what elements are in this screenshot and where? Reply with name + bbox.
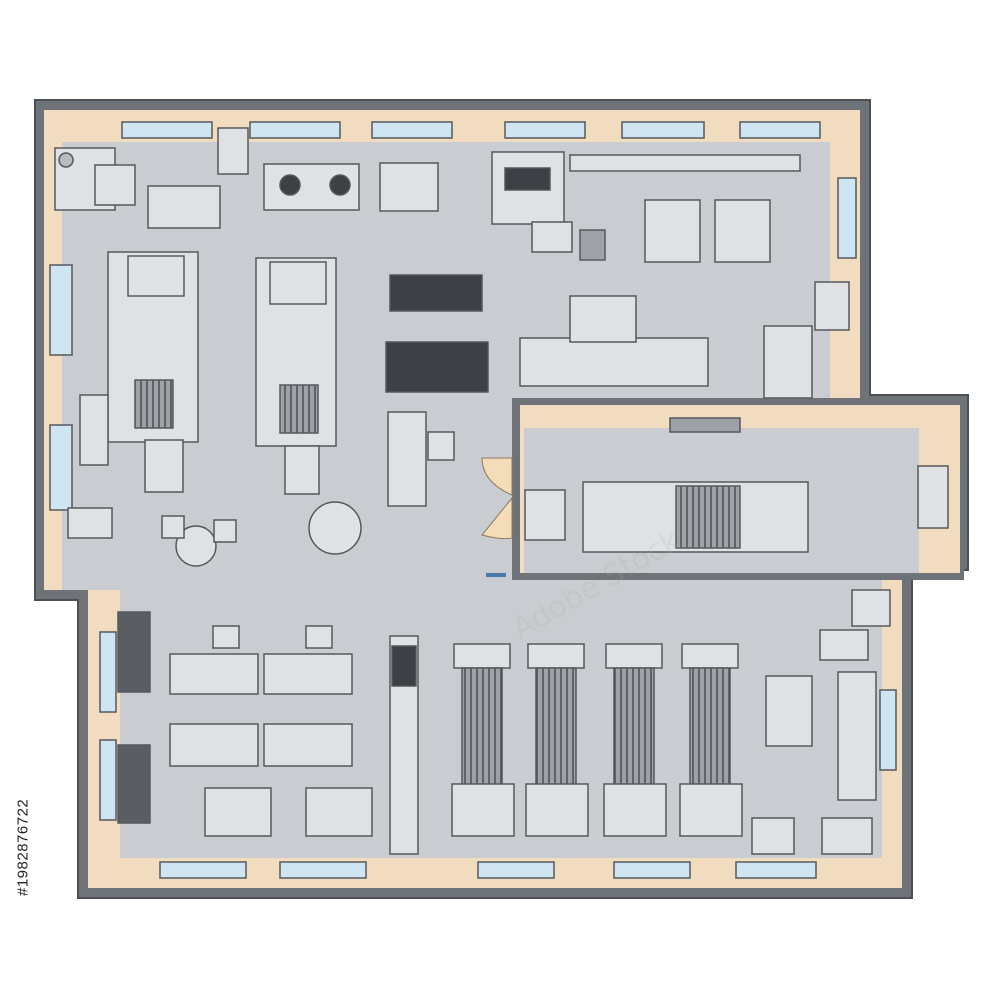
window [279, 861, 367, 879]
cnc-base [144, 439, 184, 493]
gear-icon [279, 174, 301, 196]
window [739, 121, 821, 139]
chair [213, 519, 237, 543]
gear-icon [329, 174, 351, 196]
right-equipment [751, 589, 891, 855]
fan-icon [58, 152, 74, 168]
wall-unit [814, 281, 850, 331]
drill-head [391, 645, 417, 687]
hydraulic-column [527, 643, 585, 669]
desk [263, 723, 353, 767]
side-unit [79, 394, 109, 466]
small-crate [217, 127, 249, 175]
door-threshold [486, 573, 506, 577]
dark-shelf [385, 341, 489, 393]
windows [49, 121, 897, 879]
desk [263, 653, 353, 695]
round-table [175, 525, 217, 567]
hydraulic-shaft [461, 667, 503, 787]
workbench [147, 185, 221, 229]
hydraulic-shaft [535, 667, 577, 787]
assembly-cabinet [569, 295, 637, 343]
hydraulic-base [451, 783, 515, 837]
filing-cabinet [763, 325, 813, 399]
cnc-grill [134, 379, 174, 429]
robot-arm-base [579, 229, 606, 261]
conveyor-rail [569, 154, 801, 172]
stool [305, 625, 333, 649]
dark-cabinet [117, 744, 151, 824]
hydraulic-base [603, 783, 667, 837]
control-station [427, 431, 455, 461]
workstation [644, 199, 701, 263]
annex-equipment [524, 417, 949, 553]
window [99, 631, 117, 713]
cnc-base [284, 445, 320, 495]
cabinet [305, 787, 373, 837]
side-unit [67, 507, 113, 539]
window [99, 739, 117, 821]
cnc-head [127, 255, 185, 297]
chair [161, 515, 185, 539]
cnc-head [269, 261, 327, 305]
crate-stack [531, 221, 573, 253]
window [613, 861, 691, 879]
desks [117, 611, 373, 837]
conveyor-strip [669, 417, 741, 433]
control-station [387, 411, 427, 507]
crate [751, 817, 795, 855]
hydraulic-column [681, 643, 739, 669]
cnc-machines [67, 251, 337, 539]
window [621, 121, 705, 139]
desk [169, 653, 259, 695]
window [504, 121, 586, 139]
hydraulic-column [453, 643, 511, 669]
crate [819, 629, 869, 661]
desk [169, 723, 259, 767]
wall-cabinet [94, 164, 136, 206]
door [481, 457, 513, 496]
crate [821, 817, 873, 855]
stock-id-label: #1982876722 [14, 798, 32, 897]
crate [851, 589, 891, 627]
press-grill [675, 485, 741, 549]
stool [212, 625, 240, 649]
window [121, 121, 213, 139]
window [837, 177, 857, 259]
hydraulic-base [679, 783, 743, 837]
feeder [524, 489, 566, 541]
round-table [308, 501, 362, 555]
tool-rack [765, 675, 813, 747]
center-area [161, 274, 850, 567]
wall-box [917, 465, 949, 529]
top-equipment [54, 127, 801, 263]
hydraulic-column [605, 643, 663, 669]
storage-box [379, 162, 439, 212]
window [49, 424, 73, 511]
window [879, 689, 897, 771]
hydraulic-shaft [689, 667, 731, 787]
window [249, 121, 341, 139]
cabinet [204, 787, 272, 837]
column-machines [389, 635, 743, 855]
window [735, 861, 817, 879]
dark-shelf [389, 274, 483, 312]
door [481, 496, 513, 540]
workstation [714, 199, 771, 263]
cnc-grill [279, 384, 319, 434]
tool-rack [837, 671, 877, 801]
window [49, 264, 73, 356]
assembly-table [519, 337, 709, 387]
window [371, 121, 453, 139]
window [477, 861, 555, 879]
window [159, 861, 247, 879]
press-panel [504, 167, 551, 191]
hydraulic-base [525, 783, 589, 837]
dark-cabinet [117, 611, 151, 693]
hydraulic-shaft [613, 667, 655, 787]
